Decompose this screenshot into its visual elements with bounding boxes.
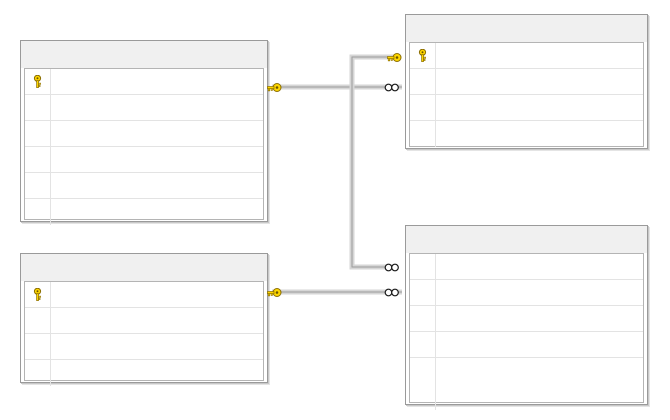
row-icon-gutter — [25, 334, 51, 359]
empty-row — [25, 360, 263, 386]
column-grid-credit — [409, 253, 644, 410]
table-row[interactable] — [410, 95, 643, 121]
table-title-credit — [406, 226, 647, 253]
table-row[interactable] — [410, 43, 643, 69]
table-row[interactable] — [410, 306, 643, 332]
empty-row — [25, 199, 263, 225]
table-row[interactable] — [25, 69, 263, 95]
table-row[interactable] — [25, 308, 263, 334]
row-icon-gutter — [410, 95, 436, 120]
row-icon-gutter — [25, 121, 51, 146]
row-icon-gutter — [25, 95, 51, 120]
row-icon-gutter — [25, 282, 51, 307]
table-row[interactable] — [410, 69, 643, 95]
row-icon-gutter — [25, 199, 51, 225]
table-row[interactable] — [25, 173, 263, 199]
table-student[interactable] — [405, 14, 648, 149]
table-title-course — [21, 254, 267, 281]
row-icon-gutter — [410, 306, 436, 331]
primary-key-icon — [33, 75, 42, 88]
table-row[interactable] — [410, 332, 643, 358]
row-icon-gutter — [25, 360, 51, 386]
column-grid-course — [24, 281, 264, 386]
column-grid-student — [409, 42, 644, 147]
empty-row — [410, 121, 643, 147]
primary-key-icon — [33, 288, 42, 301]
row-icon-gutter — [25, 173, 51, 198]
relationship-line-fk-student-credit[interactable] — [351, 56, 396, 268]
primary-key-icon — [418, 49, 427, 62]
row-icon-gutter — [410, 43, 436, 68]
row-icon-gutter — [410, 280, 436, 305]
table-person[interactable] — [20, 40, 268, 225]
row-icon-gutter — [25, 308, 51, 333]
row-icon-gutter — [410, 254, 436, 279]
row-icon-gutter — [25, 69, 51, 94]
empty-row — [410, 358, 643, 384]
table-title-student — [406, 15, 647, 42]
table-row[interactable] — [25, 334, 263, 360]
row-icon-gutter — [410, 69, 436, 94]
row-icon-gutter — [410, 384, 436, 410]
table-course[interactable] — [20, 253, 268, 386]
table-credit[interactable] — [405, 225, 648, 410]
row-icon-gutter — [25, 147, 51, 172]
table-row[interactable] — [25, 95, 263, 121]
row-icon-gutter — [410, 358, 436, 384]
table-row[interactable] — [410, 280, 643, 306]
row-icon-gutter — [410, 121, 436, 147]
column-grid-person — [24, 68, 264, 225]
table-row[interactable] — [25, 147, 263, 173]
table-row[interactable] — [25, 121, 263, 147]
table-row[interactable] — [25, 282, 263, 308]
table-title-person — [21, 41, 267, 68]
table-row[interactable] — [410, 254, 643, 280]
row-icon-gutter — [410, 332, 436, 357]
empty-row — [410, 384, 643, 410]
